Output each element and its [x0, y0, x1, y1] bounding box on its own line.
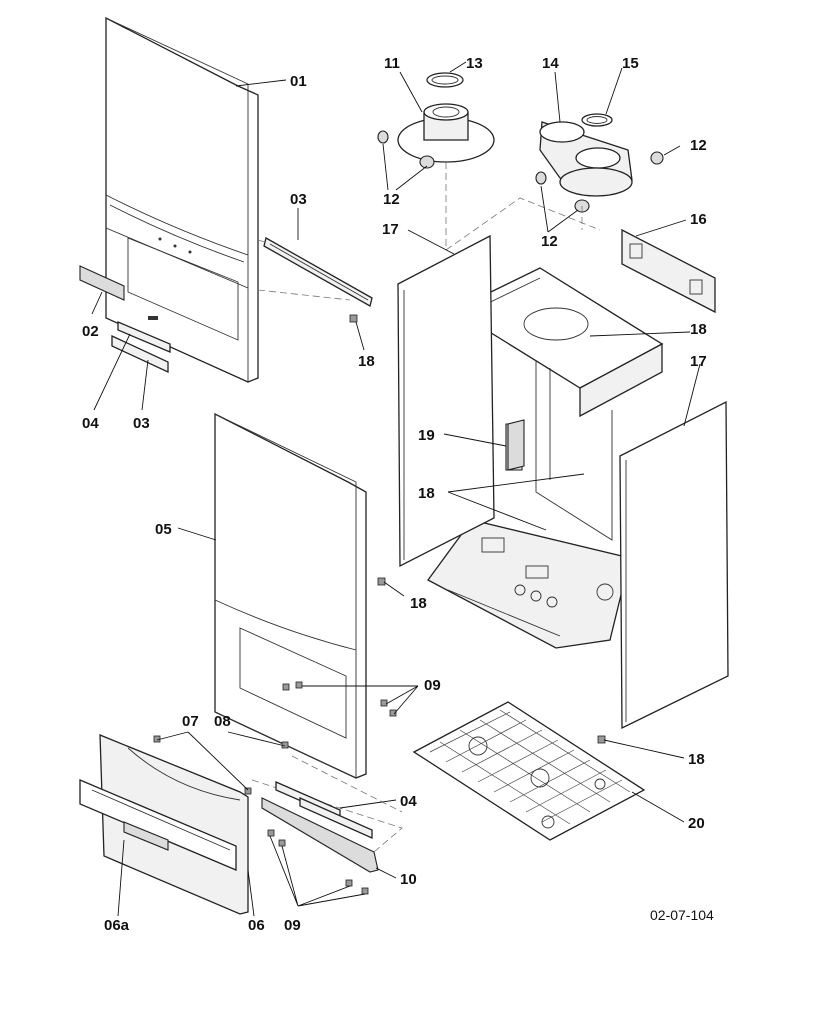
part-02-brand-badge: [79, 265, 125, 301]
callout-18-upper-left: 18: [358, 353, 375, 370]
callout-06a: 06a: [104, 917, 130, 934]
callout-19: 19: [418, 427, 435, 444]
part-20-base-tray: [412, 701, 646, 841]
callout-13: 13: [466, 55, 483, 72]
callout-04-lower: 04: [400, 793, 417, 810]
callout-12-right: 12: [690, 137, 707, 154]
part-17-right-side-panel: [619, 400, 729, 730]
part-16-mounting-bracket: [621, 228, 716, 314]
callout-07: 07: [182, 713, 199, 730]
callout-20: 20: [688, 815, 705, 832]
callout-labels: 01 03 02 04 03 18 05 11 13 12 14 15 12 1…: [82, 55, 714, 934]
part-04-lower-trim: [275, 781, 373, 840]
callout-05: 05: [155, 521, 172, 538]
callout-09-lower: 09: [284, 917, 301, 934]
part-04-upper-trim: [117, 321, 171, 353]
callout-08: 08: [214, 713, 231, 730]
callout-09-right: 09: [424, 677, 441, 694]
part-14-twin-flue-adaptor: [539, 121, 633, 197]
part-chassis-frame: [427, 267, 664, 649]
part-05-lower-front-panel: [214, 412, 367, 779]
callout-10: 10: [400, 871, 417, 888]
callout-12-center: 12: [541, 233, 558, 250]
callout-03-upper: 03: [290, 191, 307, 208]
callout-02: 02: [82, 323, 99, 340]
drawing-reference-code: 02-07-104: [650, 907, 714, 923]
callout-18-middle: 18: [418, 485, 435, 502]
callout-15: 15: [622, 55, 639, 72]
leader-lines: [91, 61, 701, 917]
screw-18-upper-left: [349, 314, 358, 323]
callout-06: 06: [248, 917, 265, 934]
callout-11: 11: [384, 55, 400, 72]
part-01-upper-front-panel: [105, 16, 259, 383]
callout-04-upper: 04: [82, 415, 99, 432]
part-10-bottom-bracket: [251, 755, 403, 873]
callout-12-left: 12: [383, 191, 400, 208]
assembly-dash-lines: [257, 162, 601, 301]
callout-17-right: 17: [690, 353, 707, 370]
part-13-seal-ring: [426, 72, 464, 88]
callout-17-left: 17: [382, 221, 399, 238]
part-17-left-side-panel: [397, 234, 495, 568]
callout-03-lower: 03: [133, 415, 150, 432]
part-06a-fascia-strip: [79, 779, 237, 871]
callout-18-lower-right: 18: [688, 751, 705, 768]
callout-18-top: 18: [690, 321, 707, 338]
part-15-seal-ring: [581, 113, 613, 127]
part-11-flue-adaptor: [397, 103, 495, 163]
callout-18-lower-left: 18: [410, 595, 427, 612]
callout-01: 01: [290, 73, 307, 90]
part-19-sensor-bracket: [507, 419, 525, 471]
callout-14: 14: [542, 55, 559, 72]
part-03-lower-trim: [111, 334, 169, 374]
part-03-upper-rail: [257, 237, 373, 307]
callout-16: 16: [690, 211, 707, 228]
screws-07-08-09: [153, 577, 606, 895]
